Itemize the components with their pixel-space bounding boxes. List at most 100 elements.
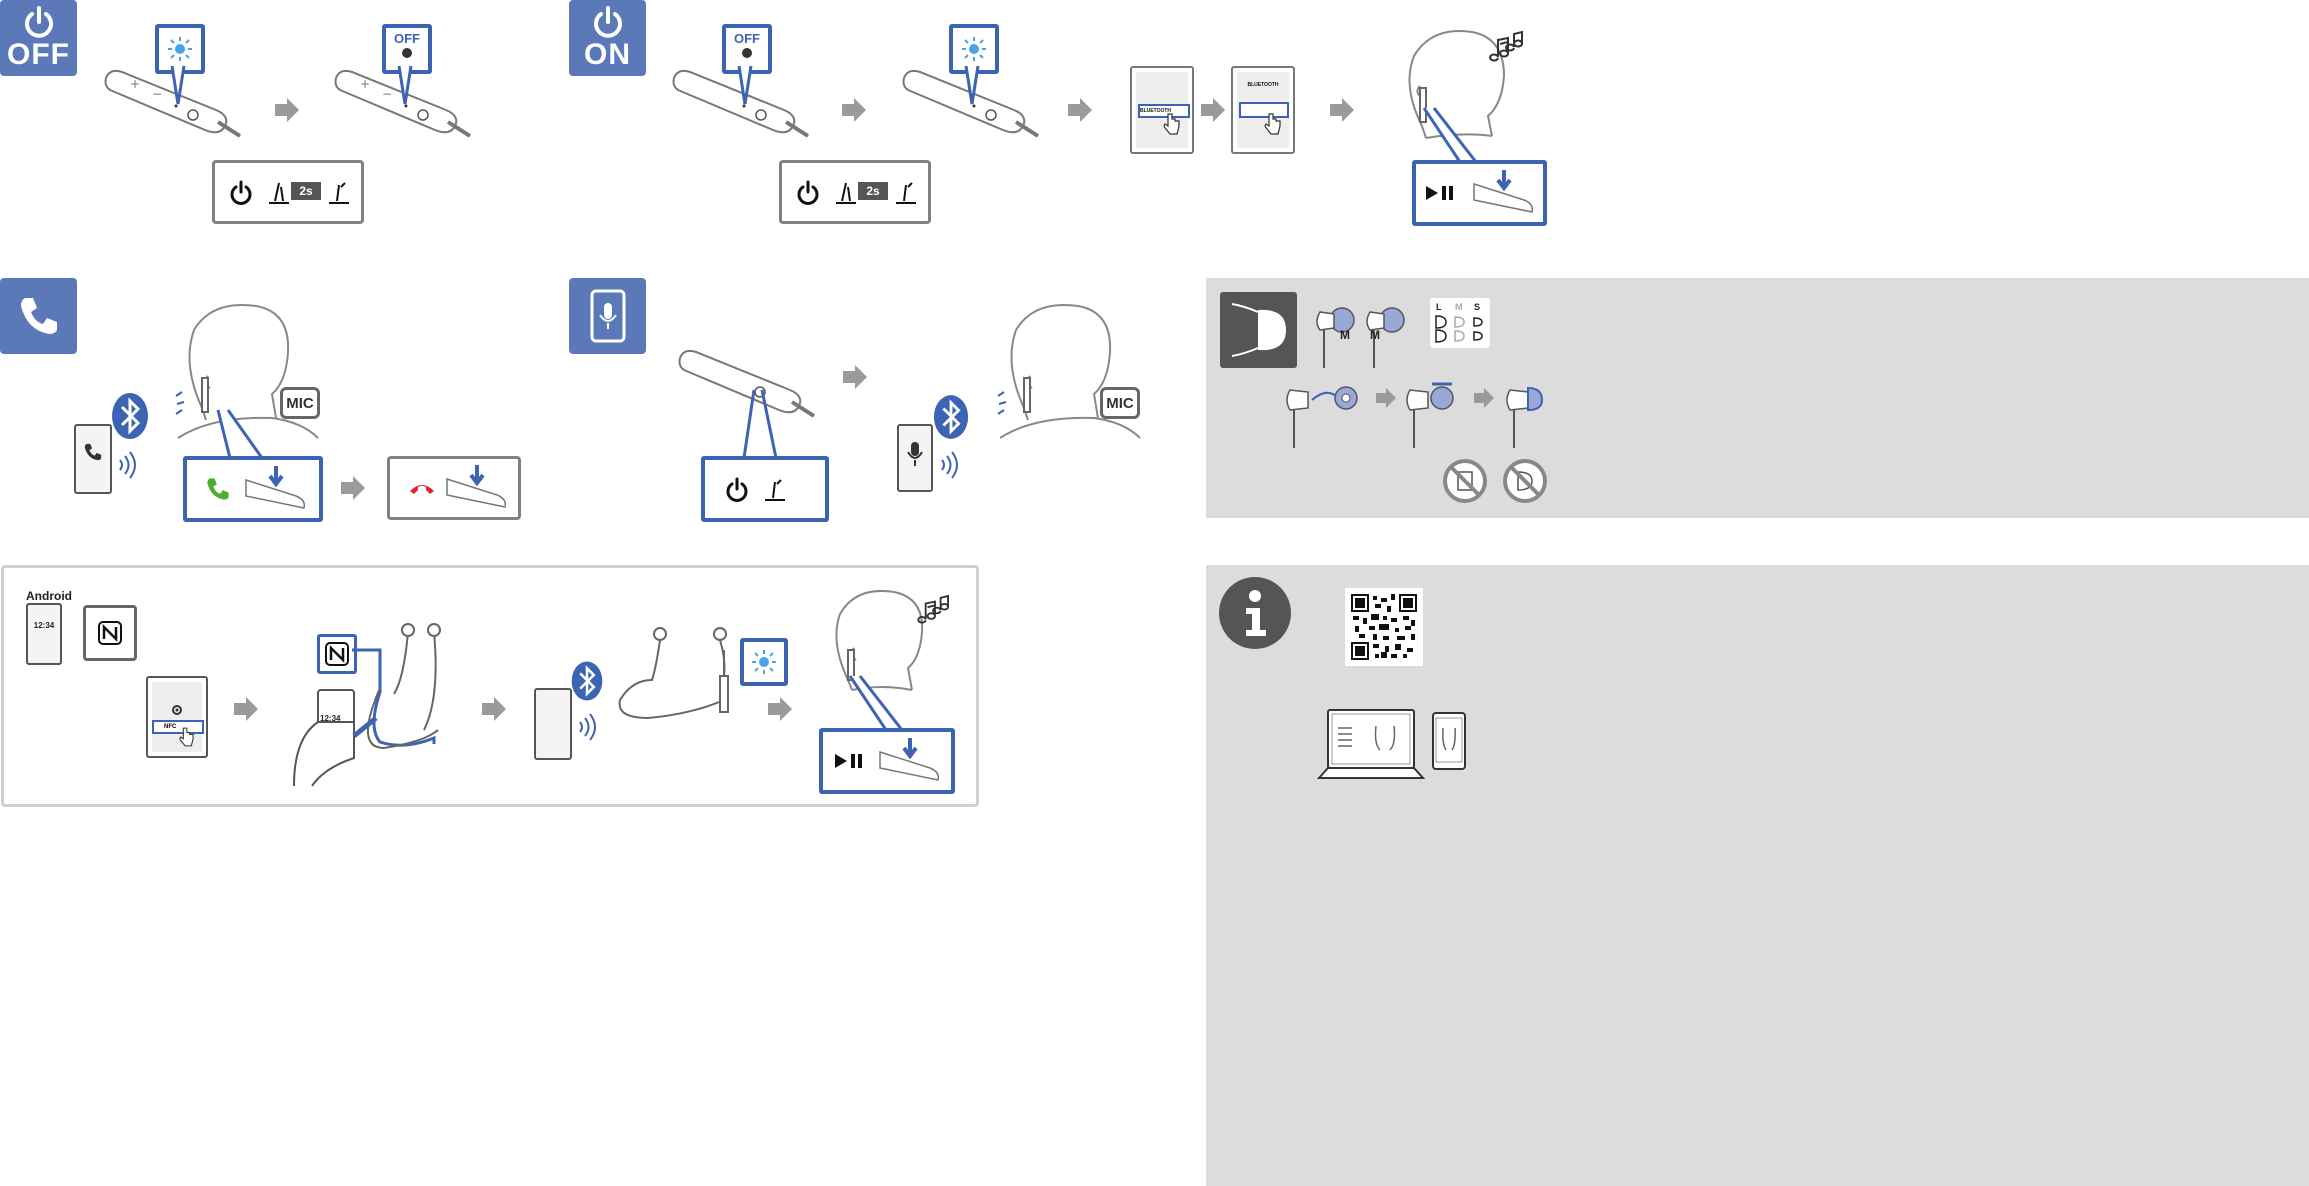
timer-2s-badge: 2s <box>858 182 888 200</box>
phone-clock: 12:34 <box>33 621 55 630</box>
led-off-icon <box>402 48 412 58</box>
arrow-right-icon <box>1068 98 1092 122</box>
tap-hand-icon <box>179 727 194 747</box>
play-pause-instruction <box>1412 160 1547 226</box>
timer-2s-badge: 2s <box>291 182 321 200</box>
press-finger-icon <box>269 182 289 204</box>
nfc-setting-row: NFC <box>152 720 204 734</box>
svg-text:+: + <box>130 77 140 91</box>
led-off-icon <box>742 48 752 58</box>
arrow-right-icon <box>1201 98 1225 122</box>
arrow-right-icon <box>1330 98 1354 122</box>
power-icon <box>726 477 748 502</box>
power-icon <box>593 6 622 38</box>
signal-waves-icon <box>579 713 596 741</box>
led-off-label: OFF <box>734 31 760 46</box>
smartphone-illustration <box>1432 712 1466 770</box>
size-M: M <box>1455 302 1463 312</box>
phone-screen-title: BLUETOOTH <box>1247 82 1279 88</box>
hand-phone-clock: 12:34 <box>320 714 341 723</box>
remote-control-illustration <box>672 69 810 138</box>
android-label: Android <box>26 589 72 603</box>
smartphone-voice <box>897 424 933 492</box>
led-blink-callout <box>155 24 205 74</box>
voice-assist-badge <box>569 278 646 354</box>
led-off-callout: OFF <box>722 24 772 74</box>
phone-handset-icon <box>20 298 57 334</box>
smartphone-calling <box>74 424 112 494</box>
arrow-right-icon <box>768 697 792 721</box>
mic-label-tag: MIC <box>280 387 320 419</box>
nfc-callout <box>83 605 137 661</box>
power-on-badge: ON <box>569 0 646 76</box>
hold-power-voice-instruction <box>701 456 829 522</box>
phone-device-select: BLUETOOTH <box>1231 66 1295 154</box>
answer-call-instruction <box>183 456 323 522</box>
remote-press-illustration <box>879 738 940 781</box>
bluetooth-icon <box>933 395 969 439</box>
size-S: S <box>1474 302 1481 312</box>
arrow-right-icon <box>341 476 365 500</box>
info-panel <box>1206 565 2309 1186</box>
prohibited-icon <box>1503 459 1547 503</box>
nfc-callout <box>317 634 357 674</box>
nfc-setting-label: NFC <box>164 724 177 730</box>
size-L: L <box>1436 302 1442 312</box>
remote-control-illustration <box>902 69 1040 138</box>
size-label-left: M <box>1340 328 1350 342</box>
smartphone-paired <box>534 688 572 760</box>
arrow-right-icon <box>1376 388 1396 408</box>
play-pause-instruction <box>819 728 955 794</box>
bluetooth-setting-label: BLUETOOTH <box>1140 108 1172 114</box>
qr-code <box>1345 588 1423 666</box>
svg-text:−: − <box>152 87 162 101</box>
remote-control-illustration: + − <box>104 69 242 138</box>
attach-eartip-step3-illustration <box>1506 386 1544 448</box>
arrow-right-icon <box>843 365 867 389</box>
bluetooth-icon <box>112 393 148 439</box>
earbud-medium-right-illustration <box>1366 307 1405 368</box>
bluetooth-icon <box>571 661 603 701</box>
release-finger-icon <box>329 182 349 204</box>
laptop-illustration <box>1316 709 1426 779</box>
mic-label-tag: MIC <box>1100 387 1140 419</box>
microphone-icon <box>907 442 923 466</box>
play-pause-icon <box>835 754 862 768</box>
eartip-icon <box>1231 303 1286 357</box>
remote-control-illustration <box>678 349 816 418</box>
head-with-earphones-illustration <box>997 304 1141 439</box>
remote-press-illustration <box>446 465 507 508</box>
arrow-right-icon <box>482 697 506 721</box>
power-on-label: ON <box>584 38 631 71</box>
eartip-sizes-icon <box>1435 315 1483 343</box>
hang-up-icon <box>410 485 434 494</box>
hold-time-label: 2s <box>866 184 880 198</box>
mic-label: MIC <box>286 394 314 412</box>
arrow-right-icon <box>1474 388 1494 408</box>
hold-time-label: 2s <box>299 184 313 198</box>
remote-press-illustration <box>245 466 306 509</box>
remote-press-illustration <box>1473 170 1534 213</box>
led-blink-callout <box>949 24 999 74</box>
press-finger-icon <box>836 182 856 204</box>
led-blinking-blue-icon <box>962 37 986 61</box>
power-icon <box>230 180 252 205</box>
eartip-size-chart: L M S <box>1430 298 1490 348</box>
earphones-illustration <box>618 627 729 720</box>
head-with-earphones-illustration <box>175 304 319 439</box>
svg-text:−: − <box>382 87 392 101</box>
answer-call-icon <box>207 478 229 500</box>
eartip-badge <box>1220 292 1297 368</box>
settings-gear-icon <box>172 705 182 715</box>
music-notes-icon <box>1489 30 1523 62</box>
hold-power-instruction: 2s <box>212 160 364 224</box>
qr-code-image <box>1351 594 1417 660</box>
press-finger-icon <box>765 479 785 501</box>
head-with-earphones-illustration <box>1408 30 1506 139</box>
hand-touch-phone-to-earphones-illustration <box>293 623 441 787</box>
tap-hand-icon <box>1163 113 1180 135</box>
led-off-label: OFF <box>394 31 420 46</box>
call-badge <box>0 278 77 354</box>
led-blink-callout <box>740 638 788 686</box>
signal-waves-icon <box>119 451 136 479</box>
